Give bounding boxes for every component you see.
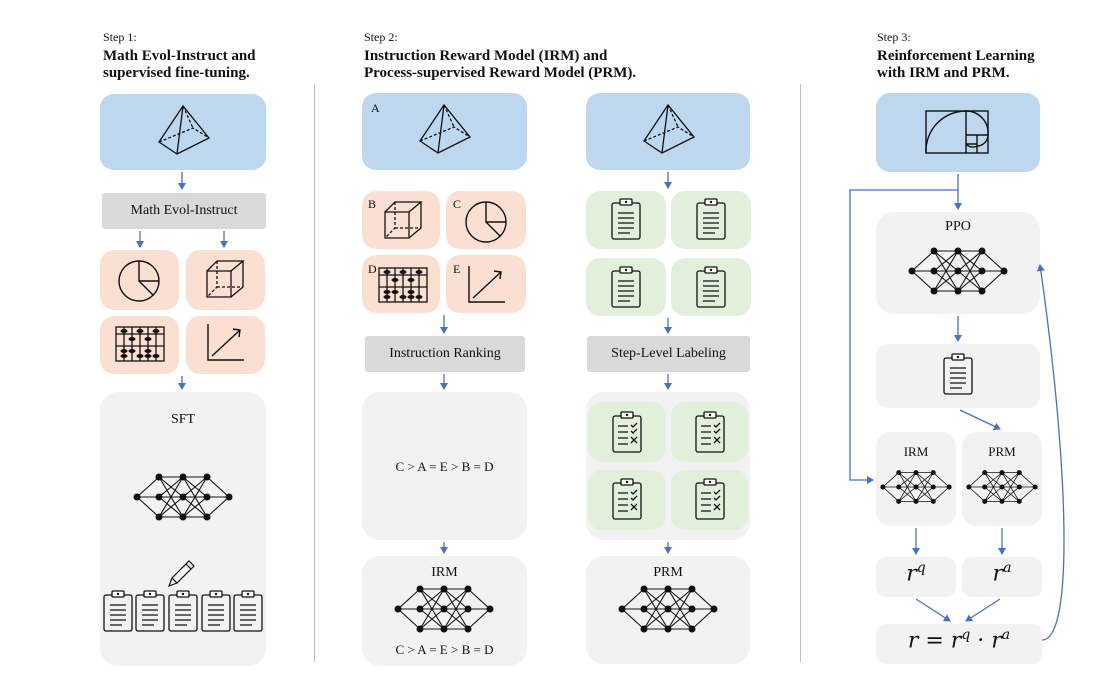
rq-label: rq [906, 560, 926, 587]
ranking-box [362, 392, 527, 540]
ra-box [962, 557, 1042, 597]
clipboard-icon [135, 590, 165, 632]
reward-formula: r = rq · ra [907, 627, 1011, 654]
pie-chart-icon [465, 201, 507, 243]
neural-network-icon [617, 584, 719, 634]
checked-clipboard-icon [612, 411, 642, 453]
step3-irm-box [876, 432, 956, 526]
neural-network-icon [393, 584, 495, 634]
step2-irm-label: IRM [431, 565, 458, 580]
step1-head: Step 1: [103, 30, 137, 44]
step1-title-line1: Math Evol-Instruct and [103, 48, 256, 64]
step3-title-line1: Reinforcement Learning [877, 48, 1035, 64]
ppo-label: PPO [945, 219, 971, 234]
clipboard-icon [201, 590, 231, 632]
divider-2 [800, 84, 801, 662]
clipboard-icon [696, 198, 726, 240]
clipboard-icon [943, 353, 973, 395]
ppo-box [876, 212, 1040, 314]
step1-title-line2: supervised fine-tuning. [103, 65, 250, 81]
pyramid-icon [158, 105, 210, 155]
letter-d: D [368, 262, 377, 276]
step-level-labeling-bar: Step-Level Labeling [587, 336, 750, 372]
cube-icon [384, 201, 422, 239]
step3-title-line2: with IRM and PRM. [877, 65, 1010, 81]
pencil-icon [167, 560, 195, 588]
step3-prm-box [962, 432, 1042, 526]
step2-chart-box [446, 255, 526, 313]
step2-title-line2: Process-supervised Reward Model (PRM). [364, 65, 637, 81]
neural-network-icon [907, 246, 1009, 296]
checked-clipboard-icon [695, 411, 725, 453]
ranking-text: C > A = E > B = D [395, 459, 494, 474]
abacus-icon [115, 326, 165, 362]
checked-clipboard-icon [612, 478, 642, 520]
line-chart-icon [468, 265, 506, 303]
abacus-icon [378, 267, 428, 303]
clipboard-icon [103, 590, 133, 632]
step2-title-line1: Instruction Reward Model (IRM) and [364, 48, 608, 64]
clipboard-icon [611, 198, 641, 240]
neural-network-icon [965, 469, 1039, 505]
formula-box [876, 624, 1042, 664]
step2-irm-ranking: C > A = E > B = D [395, 642, 494, 657]
divider-1 [314, 84, 315, 662]
rq-box [876, 557, 956, 597]
letter-c: C [453, 197, 462, 211]
letter-a: A [371, 101, 380, 115]
neural-network-icon [132, 472, 234, 522]
step1-chart-box [186, 316, 265, 374]
line-chart-icon [207, 323, 245, 361]
cube-icon [206, 260, 244, 298]
step3-golden-box [876, 93, 1040, 172]
step3-prm-label: PRM [988, 444, 1016, 459]
instruction-ranking-bar: Instruction Ranking [365, 336, 525, 372]
neural-network-icon [879, 469, 953, 505]
golden-spiral-icon [925, 110, 989, 154]
checked-clipboard-icon [695, 478, 725, 520]
step2-head: Step 2: [364, 30, 398, 44]
clipboard-icon [696, 266, 726, 308]
clipboard-icon [168, 590, 198, 632]
pyramid-icon [643, 104, 695, 154]
letter-e: E [453, 262, 461, 276]
step2-prm-label: PRM [653, 565, 683, 580]
step1-sft-label: SFT [170, 412, 196, 427]
clipboard-icon [611, 266, 641, 308]
pie-chart-icon [118, 260, 160, 302]
pyramid-icon [419, 104, 471, 154]
step2-cube-box [362, 191, 440, 249]
letter-b: B [368, 197, 377, 211]
step1-cube-box [186, 250, 265, 310]
step3-irm-label: IRM [903, 444, 929, 459]
step1-evol-bar: Math Evol-Instruct [102, 193, 266, 229]
clipboard-icon [233, 590, 263, 632]
ra-label: ra [992, 560, 1012, 587]
step3-head: Step 3: [877, 30, 911, 44]
